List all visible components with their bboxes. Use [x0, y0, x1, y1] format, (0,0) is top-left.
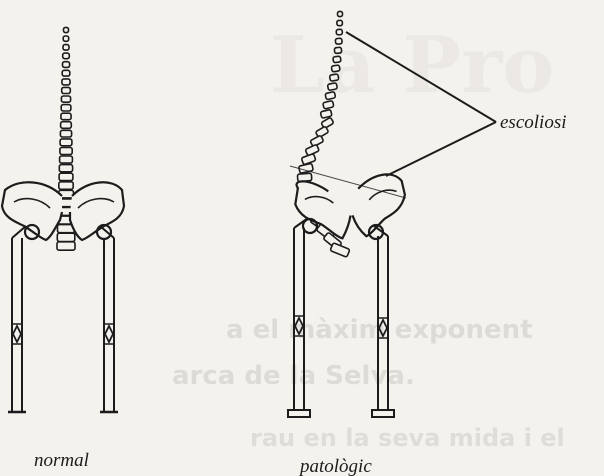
normal-vertebra: [63, 53, 70, 59]
normal-vertebra: [60, 156, 73, 163]
normal-vertebra: [61, 105, 71, 111]
normal-vertebra: [59, 173, 73, 180]
normal-vertebra: [61, 96, 70, 102]
normal-right-leg: [100, 226, 118, 412]
normal-vertebra: [62, 70, 70, 76]
pathological-vertebra: [333, 56, 341, 63]
normal-vertebra: [63, 62, 70, 68]
normal-vertebra: [60, 139, 72, 146]
callout-line-lower: [386, 122, 496, 176]
normal-vertebra: [63, 36, 68, 41]
pathological-vertebra: [331, 65, 340, 72]
normal-skeleton: [2, 27, 124, 412]
normal-vertebra: [61, 122, 72, 129]
pathological-vertebra: [336, 29, 342, 35]
pathological-vertebra: [325, 92, 336, 100]
normal-vertebra: [62, 87, 71, 93]
normal-vertebra: [63, 45, 69, 51]
normal-vertebra: [57, 233, 75, 241]
pathological-vertebra: [337, 20, 343, 26]
pathological-vertebra: [323, 101, 334, 110]
normal-caption: normal: [34, 450, 89, 471]
normal-vertebra: [59, 165, 72, 172]
normal-vertebra: [64, 27, 69, 32]
pathological-vertebra: [297, 173, 311, 181]
pathological-caption: patològic: [298, 456, 372, 476]
pathological-vertebra: [337, 11, 342, 16]
normal-vertebra: [62, 79, 70, 85]
pathological-vertebra: [329, 74, 338, 82]
show-through-logo: La Pro: [270, 20, 554, 111]
normal-vertebra: [61, 113, 71, 120]
pathological-vertebra: [320, 109, 332, 118]
scoliosis-label: escoliosi: [500, 112, 567, 133]
normal-vertebra: [60, 130, 71, 137]
pathological-vertebra: [301, 154, 316, 165]
pathological-vertebra: [330, 243, 350, 258]
pathological-vertebra: [334, 47, 342, 53]
pathological-vertebra: [335, 38, 342, 44]
normal-vertebra: [60, 148, 72, 155]
normal-vertebra: [57, 242, 75, 250]
pathological-vertebra: [327, 83, 337, 91]
normal-vertebra: [59, 182, 73, 190]
show-through-line-3: rau en la seva mida i el: [250, 424, 565, 452]
normal-left-leg: [8, 226, 26, 412]
